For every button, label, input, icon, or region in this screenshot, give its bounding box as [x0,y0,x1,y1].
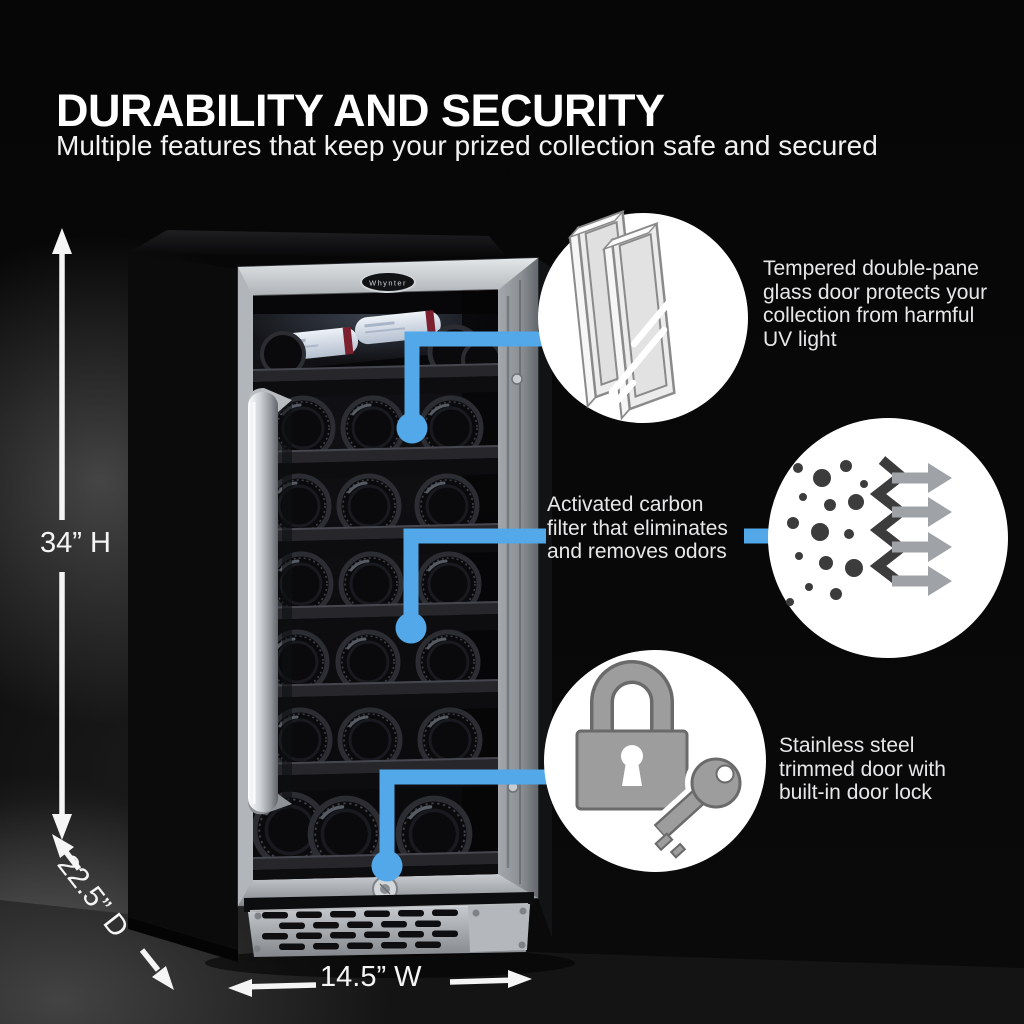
vent-grille [244,892,534,957]
height-arrow [52,228,72,840]
page-title: DURABILITY AND SECURITY [56,85,665,137]
width-arrow [228,970,532,997]
cabinet-left-side [128,253,238,950]
callout-connectors [371,331,772,882]
frame-screw [511,373,523,385]
cabinet-top [128,230,508,258]
feature-callouts [538,210,1008,872]
callout-lock [544,650,766,872]
page-subtitle: Multiple features that keep your prized … [56,130,878,161]
dimension-arrows [52,228,532,997]
brand-badge: Whynter [360,271,416,293]
connector-carbon [403,528,546,624]
door-frame-right [498,258,538,898]
odor-particles [786,460,868,606]
connector-lock [379,769,549,863]
brand-badge-label: Whynter [369,279,407,288]
height-dimension-label: 34” H [40,527,111,559]
carbon-filter-icon [786,456,952,606]
connector-dot-lock [371,850,403,882]
door-handle [248,388,292,815]
connector-dot-carbon [395,612,427,644]
callout-carbon [768,418,1008,658]
connector-glass [404,331,546,432]
connector-dot-glass [396,412,428,444]
lock-and-key-icon [575,660,747,859]
depth-arrow [52,834,174,990]
width-dimension-label: 14.5” W [320,961,422,993]
feature-text-glass: Tempered double-pane glass door protects… [763,257,988,351]
feature-text-carbon: Activated carbon filter that eliminates … [547,493,728,563]
key [648,752,747,859]
feature-text-lock: Stainless steel trimmed door with built-… [779,734,946,804]
double-pane-glass-icon [567,210,676,421]
callout-glass [538,210,748,423]
